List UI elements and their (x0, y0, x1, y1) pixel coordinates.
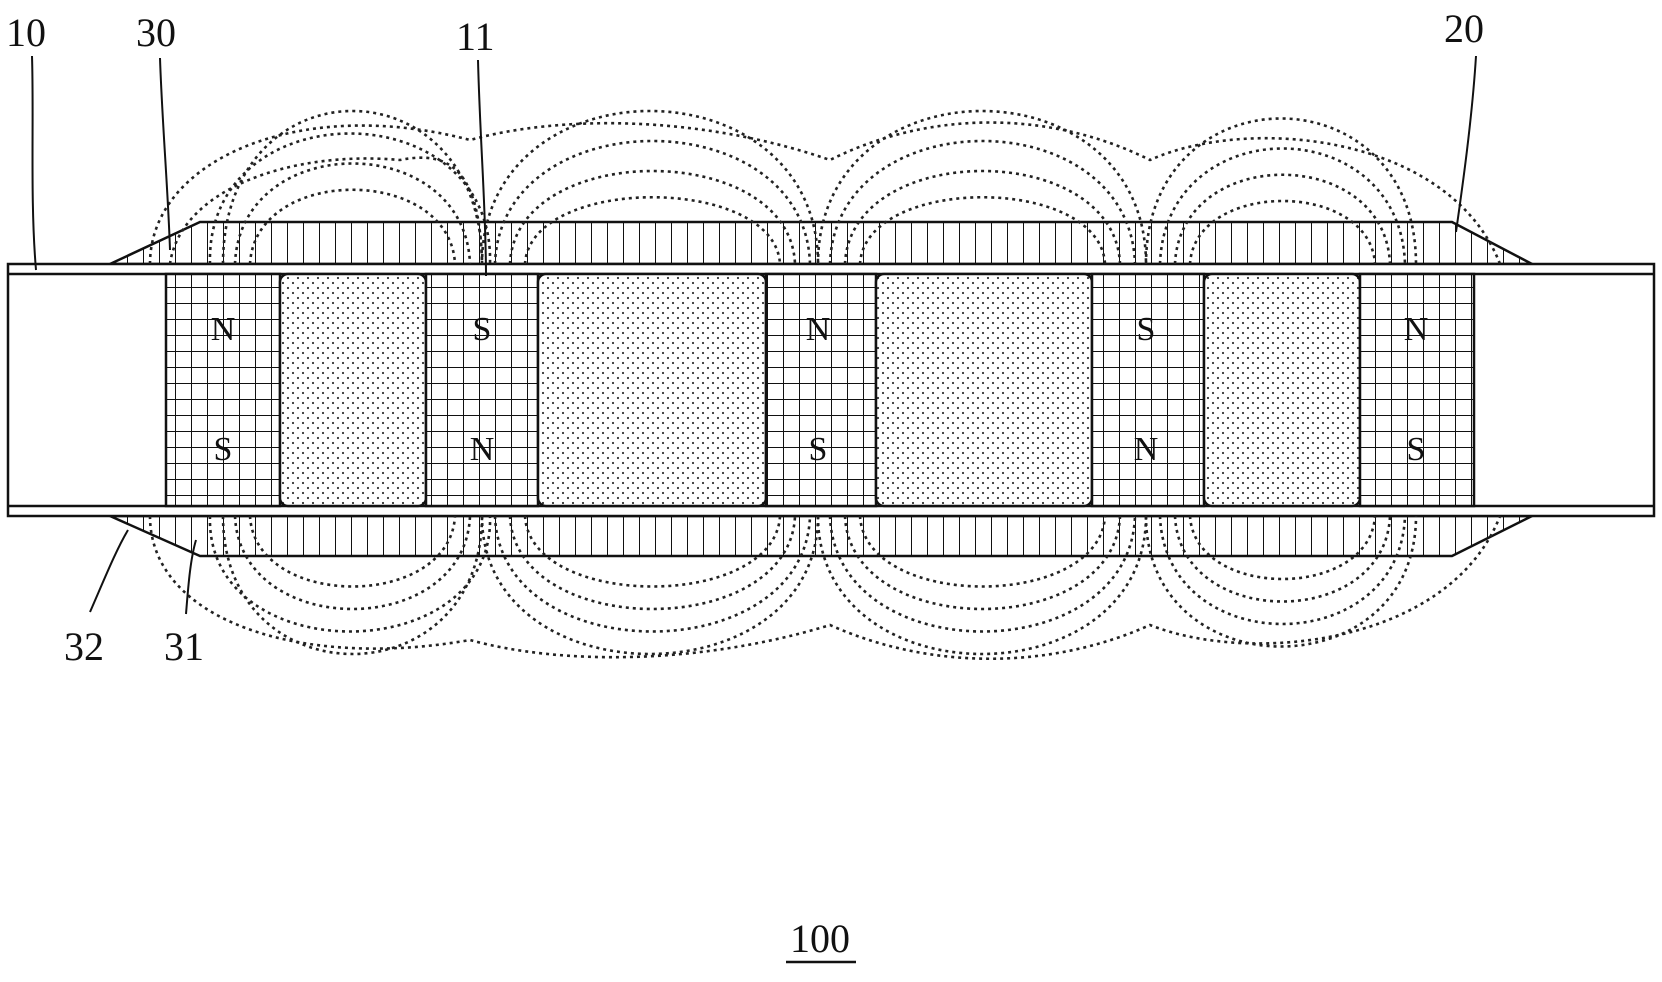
field-loop-bottom (480, 515, 820, 656)
field-loop-top (233, 162, 472, 265)
field-loop-top (816, 109, 1148, 265)
leader-lines (31, 55, 1477, 615)
pole-labels: N S S N N S S N N S (211, 311, 1429, 468)
magnetic-field-lines (148, 109, 1502, 660)
magnet-4 (1090, 272, 1206, 508)
magnet-5-bottom-pole: S (1407, 431, 1426, 468)
magnet-3-bottom-pole: S (809, 431, 828, 468)
leader-11 (477, 59, 487, 277)
field-loop-bottom (828, 515, 1137, 633)
field-loop-bottom (1173, 515, 1392, 603)
field-loop-bottom (843, 515, 1122, 611)
field-loop-top (1144, 117, 1418, 265)
field-loop-top (248, 188, 457, 265)
field-envelope-top (168, 156, 484, 265)
field-loop-bottom (248, 515, 457, 588)
label-32: 32 (64, 624, 104, 669)
label-31: 31 (164, 624, 204, 669)
field-loop-top (493, 139, 812, 265)
field-envelope-bottom (148, 515, 1502, 660)
label-30: 30 (136, 10, 176, 55)
magnet-3 (764, 272, 878, 508)
label-10: 10 (6, 10, 46, 55)
field-loop-top (1158, 147, 1407, 265)
label-11: 11 (456, 14, 495, 59)
field-loop-bottom (208, 515, 492, 633)
spacer-1 (278, 272, 428, 508)
magnet-1-bottom-pole: S (214, 431, 233, 468)
reference-numerals: 10 30 11 20 32 31 (6, 6, 1484, 669)
field-loop-bottom (858, 515, 1107, 588)
field-loop-bottom (221, 515, 484, 656)
magnet-1-top-pole: N (211, 311, 236, 348)
magnet-3-top-pole: N (806, 311, 831, 348)
figure-label: 100 (786, 916, 856, 964)
spacer-2 (536, 272, 768, 508)
magnet-2-top-pole: S (473, 311, 492, 348)
leader-20 (1455, 55, 1477, 233)
field-loop-top (1173, 173, 1392, 265)
field-envelope-top (148, 121, 1502, 265)
magnet-2-bottom-pole: N (470, 431, 495, 468)
leader-31 (185, 539, 197, 615)
field-loop-top (480, 109, 820, 265)
magnet-4-top-pole: S (1137, 311, 1156, 348)
magnet-stack (164, 272, 1476, 508)
magnet-1 (164, 272, 282, 508)
field-loop-top (221, 109, 484, 265)
field-loop-top (523, 196, 782, 265)
figure-number: 100 (790, 916, 850, 961)
field-loop-top (843, 169, 1122, 265)
field-loop-bottom (816, 515, 1148, 656)
field-loop-top (208, 132, 492, 265)
spacer-4 (1202, 272, 1362, 508)
magnet-4-bottom-pole: N (1134, 431, 1159, 468)
field-loop-bottom (1158, 515, 1407, 626)
label-20: 20 (1444, 6, 1484, 51)
magnet-5-top-pole: N (1404, 311, 1429, 348)
field-loop-bottom (1144, 515, 1418, 648)
leader-10 (31, 55, 37, 271)
field-loop-top (828, 139, 1137, 265)
magnet-5 (1358, 272, 1476, 508)
field-loop-top (1188, 199, 1377, 265)
leader-30 (159, 57, 171, 251)
sleeve-lower (109, 514, 1533, 558)
spacer-3 (874, 272, 1094, 508)
leader-32 (89, 529, 129, 613)
magnet-2 (424, 272, 540, 508)
field-loop-bottom (523, 515, 782, 588)
field-loop-bottom (1188, 515, 1377, 581)
